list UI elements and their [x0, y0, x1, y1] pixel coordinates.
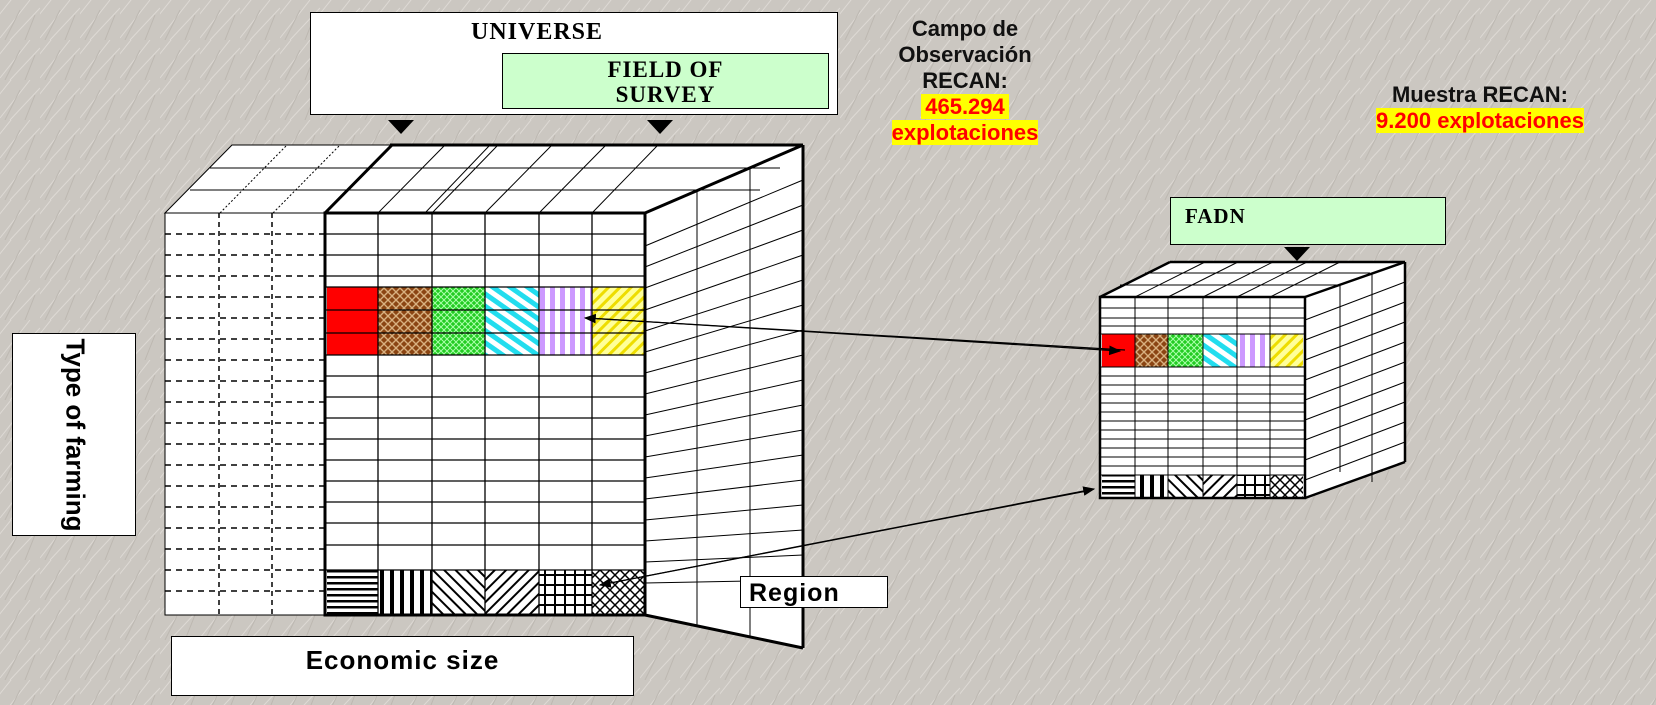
- campo-line2: Observación: [898, 42, 1032, 67]
- fadn-cube: [1098, 260, 1407, 500]
- economic-size-box: Economic size: [171, 636, 634, 696]
- big-cube-colored-row: [327, 287, 645, 355]
- big-cube-hatched-row: [327, 570, 645, 615]
- field-of-survey-line2: SURVEY: [615, 82, 716, 107]
- fadn-label: FADN: [1185, 204, 1246, 228]
- region-label: Region: [749, 579, 840, 607]
- muestra-count: 9.200 explotaciones: [1376, 108, 1584, 133]
- type-of-farming-label: Type of farming: [60, 338, 91, 532]
- universe-label: UNIVERSE: [471, 19, 604, 45]
- connector-arrows: [583, 313, 1126, 588]
- muestra-line1: Muestra RECAN:: [1391, 82, 1569, 107]
- fadn-box: FADN: [1170, 197, 1446, 245]
- muestra-recan-text: Muestra RECAN: 9.200 explotaciones: [1305, 82, 1655, 134]
- campo-observacion-text: Campo de Observación RECAN: 465.294 expl…: [870, 16, 1060, 146]
- region-box: Region: [740, 576, 888, 608]
- field-of-survey-box: FIELD OF SURVEY: [502, 53, 829, 109]
- fadn-cube-colored-row: [1102, 334, 1303, 367]
- fadn-pointer-icon: [1284, 247, 1310, 261]
- type-of-farming-box: Type of farming: [12, 333, 136, 536]
- campo-line1: Campo de: [911, 16, 1019, 41]
- campo-count: 465.294: [921, 94, 1009, 119]
- campo-unit: explotaciones: [891, 120, 1039, 145]
- field-pointer-icon: [647, 120, 673, 134]
- fadn-cube-hatched-row: [1102, 475, 1303, 498]
- campo-line3: RECAN:: [922, 68, 1008, 93]
- universe-pointer-icon: [388, 120, 414, 134]
- field-of-survey-line1: FIELD OF: [607, 57, 724, 82]
- universe-cube: [163, 143, 805, 650]
- economic-size-label: Economic size: [305, 645, 500, 675]
